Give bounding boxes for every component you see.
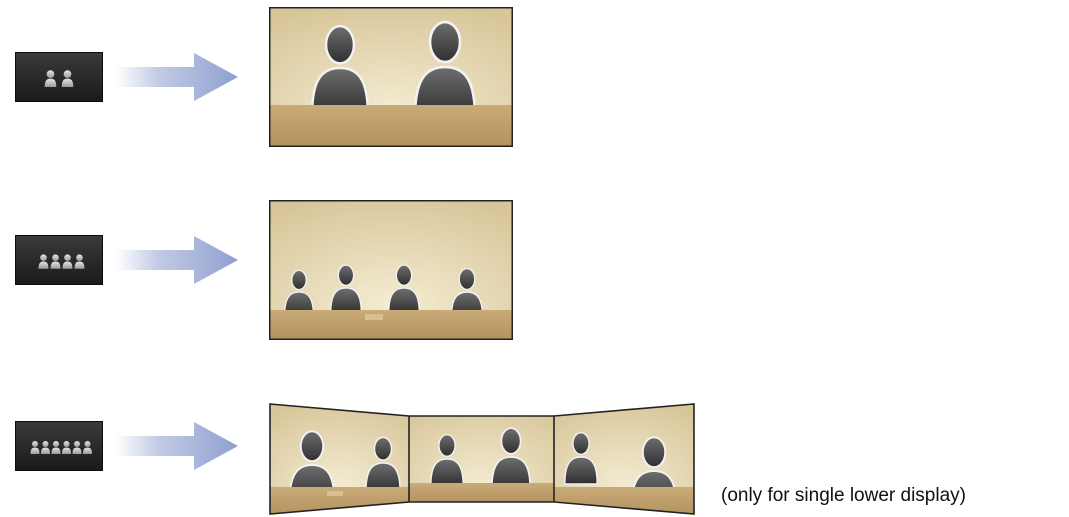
right-panel [553, 403, 695, 515]
single-lower-display-note: (only for single lower display) [721, 485, 966, 507]
three-panel-view [269, 403, 695, 515]
arrow-right-icon [116, 50, 240, 104]
four-person-view [269, 200, 513, 340]
two-people-icon [16, 53, 104, 103]
six-people-icon [16, 422, 104, 472]
arrow-right-icon [116, 419, 240, 473]
four-people-layout-button[interactable] [15, 235, 103, 285]
left-panel [269, 403, 410, 515]
two-person-view [269, 7, 513, 147]
six-people-layout-button[interactable] [15, 421, 103, 471]
two-people-layout-button[interactable] [15, 52, 103, 102]
center-panel [409, 403, 555, 515]
arrow-right-icon [116, 233, 240, 287]
four-people-icon [16, 236, 104, 286]
